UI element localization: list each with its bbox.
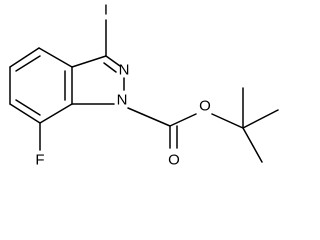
bond-c4-c5 <box>9 47 40 68</box>
atom-labels: I N N F O O <box>35 2 210 169</box>
bond-tert-carbon-methyl-right <box>242 109 279 129</box>
atom-label-carbonyl-oxygen: O <box>168 152 180 169</box>
pyrazole-ring <box>71 55 125 105</box>
benzene-ring <box>9 47 73 124</box>
molecule-structure-diagram: I N N F O O <box>9 2 279 169</box>
atom-label-n2: N <box>119 62 130 79</box>
atom-label-n1: N <box>117 92 128 109</box>
bond-ester-oxygen-tert-carbon <box>211 113 244 129</box>
bond-c7-c7a <box>39 103 73 124</box>
bond-carbonyl-ester-oxygen <box>169 113 197 127</box>
atom-label-fluorine: F <box>35 152 44 169</box>
bond-c3a-c4 <box>38 47 73 68</box>
bond-c6-c7 <box>9 103 41 124</box>
substituent-bonds <box>39 19 279 163</box>
bond-tert-carbon-methyl-down <box>242 127 263 163</box>
atom-label-iodine: I <box>104 2 108 19</box>
bond-c3-n2 <box>105 55 121 67</box>
bond-c4-c5-inner <box>15 55 41 72</box>
bond-c3-n2-inner <box>103 62 117 73</box>
bond-c3a-c3 <box>71 55 107 68</box>
atom-label-ester-oxygen: O <box>199 98 211 115</box>
bond-c6-c7-inner <box>15 99 41 116</box>
bond-n1-carbonyl <box>127 107 171 127</box>
